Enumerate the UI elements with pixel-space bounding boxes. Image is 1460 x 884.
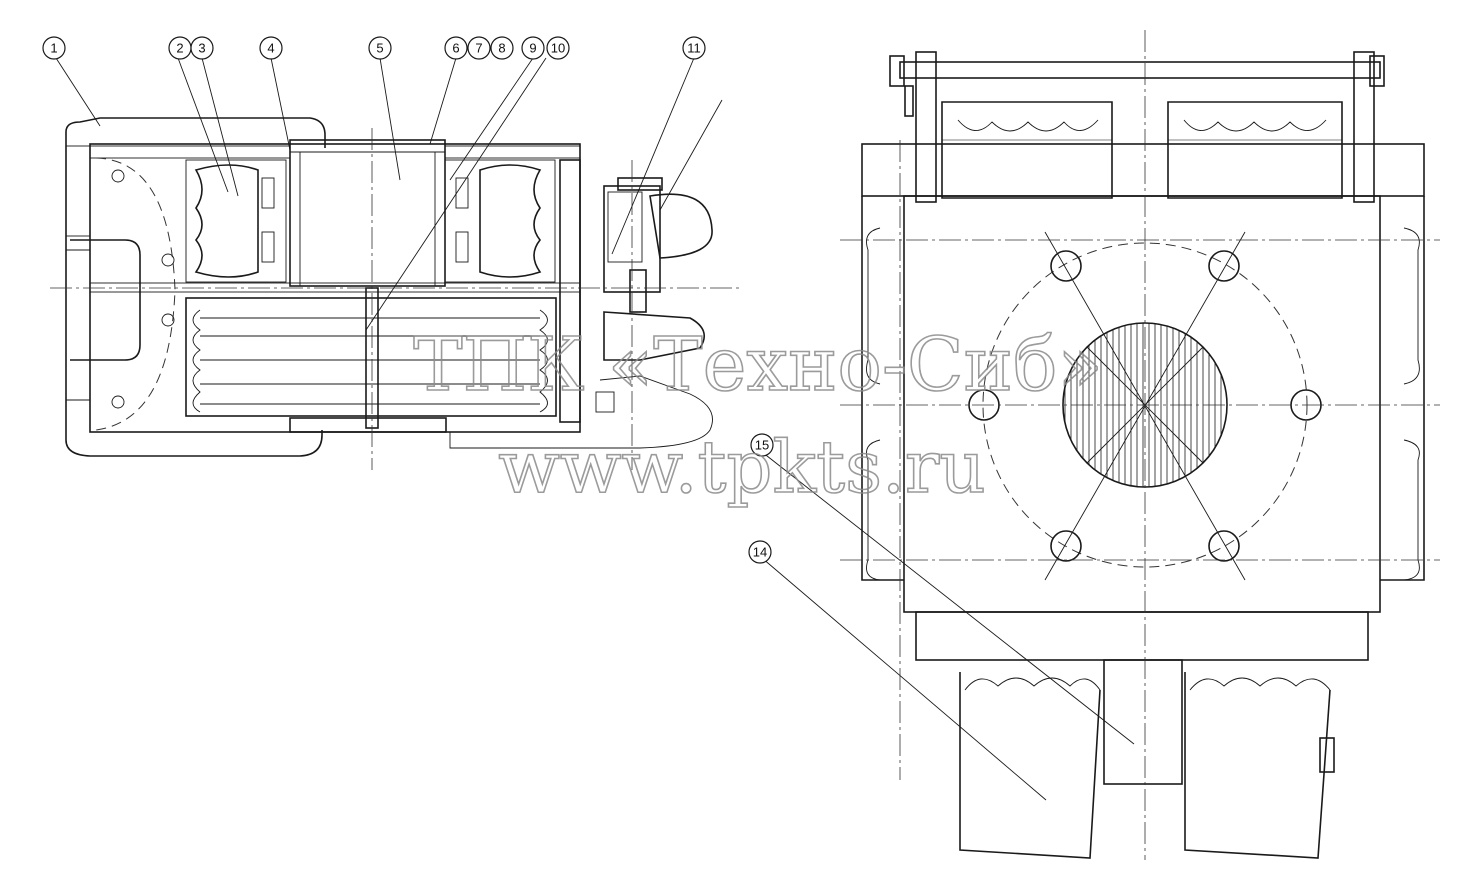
watermark-line1: ТПК «Техно-Сиб» (413, 322, 1103, 408)
callout-11: 11 (682, 36, 706, 60)
svg-text:5: 5 (376, 41, 383, 56)
callout-1: 1 (42, 36, 66, 60)
callout-4: 4 (259, 36, 283, 60)
svg-text:8: 8 (498, 41, 505, 56)
front-view (840, 30, 1440, 860)
svg-text:2: 2 (176, 41, 183, 56)
callout-15: 15 (750, 433, 774, 457)
watermark-line2: www.tpkts.ru (498, 425, 985, 509)
svg-text:10: 10 (551, 41, 565, 56)
callout-9: 9 (521, 36, 545, 60)
svg-text:14: 14 (753, 545, 767, 560)
callout-7: 7 (467, 36, 491, 60)
svg-text:7: 7 (475, 41, 482, 56)
svg-text:15: 15 (755, 438, 769, 453)
section-view (50, 117, 740, 470)
callout-10: 10 (546, 36, 570, 60)
svg-text:1: 1 (50, 41, 57, 56)
callout-2: 2 (168, 36, 192, 60)
svg-text:6: 6 (452, 41, 459, 56)
svg-text:3: 3 (198, 41, 205, 56)
svg-text:11: 11 (687, 41, 701, 56)
callout-5: 5 (368, 36, 392, 60)
callout-8: 8 (490, 36, 514, 60)
callout-14: 14 (748, 540, 772, 564)
svg-text:4: 4 (267, 41, 274, 56)
watermark: ТПК «Техно-Сиб» www.tpkts.ru (412, 321, 1103, 510)
callout-6: 6 (444, 36, 468, 60)
callouts: 1 2 3 4 5 6 7 8 9 10 11 14 15 (42, 36, 774, 564)
svg-text:9: 9 (529, 41, 536, 56)
callout-3: 3 (190, 36, 214, 60)
leader-lines (55, 57, 1135, 801)
